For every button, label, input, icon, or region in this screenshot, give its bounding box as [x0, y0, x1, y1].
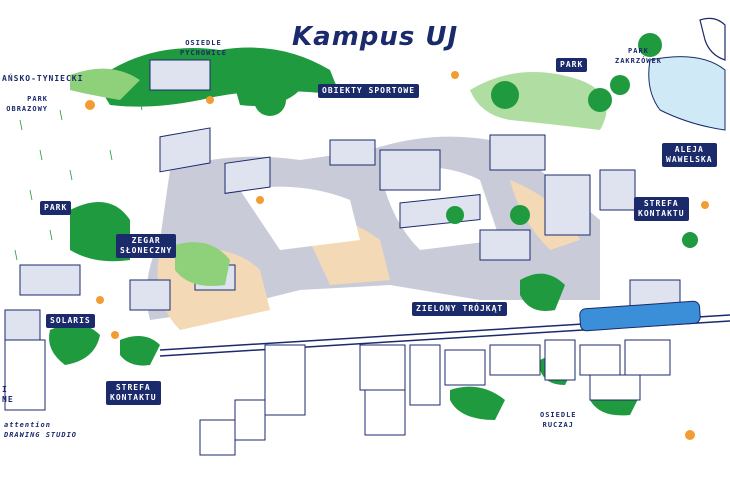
tree — [638, 33, 662, 57]
tree — [588, 88, 612, 112]
tree — [610, 75, 630, 95]
tag-obiekty-sportowe[interactable]: OBIEKTY SPORTOWE — [318, 84, 420, 98]
label-park-zakrzowek: PARK ZAKRZÓWEK — [615, 47, 662, 65]
inner-lawn — [240, 186, 360, 250]
map-title: Kampus UJ — [292, 22, 459, 52]
lake-zakrzowek — [648, 56, 726, 131]
label-left-edge: I NE — [2, 385, 14, 404]
label-lasko-tyniecki: AŃSKO-TYNIECKI — [2, 74, 84, 83]
tag-park-top[interactable]: PARK — [556, 58, 588, 72]
park-top-right — [470, 72, 607, 130]
label-park-obrazowy: PARK OBRAZOWY — [6, 95, 48, 113]
tag-park-left[interactable]: PARK — [40, 201, 72, 215]
people-accents — [85, 71, 709, 440]
tag-zegar-sloneczny[interactable]: ZEGAR SŁONECZNY — [116, 234, 177, 258]
label-credit: attention DRAWING STUDIO — [4, 421, 78, 439]
label-osiedle-pychowice: OSIEDLE PYCHOWICE — [180, 39, 227, 57]
tag-strefa-kontaktu-right[interactable]: STREFA KONTAKTU — [634, 197, 689, 221]
green-patches — [49, 84, 698, 420]
label-osiedle-ruczaj: OSIEDLE RUCZAJ — [540, 411, 577, 429]
rock-cliff — [699, 17, 726, 61]
tram-line — [159, 300, 730, 357]
tree — [491, 81, 519, 109]
forest-left-top — [70, 68, 140, 100]
tag-strefa-kontaktu-left[interactable]: STREFA KONTAKTU — [106, 381, 161, 405]
tag-zielony-trojkat[interactable]: ZIELONY TRÓJKĄT — [412, 302, 508, 316]
tag-aleja-wawelska[interactable]: ALEJA WAWELSKA — [662, 143, 717, 167]
city-blocks — [4, 339, 671, 456]
tag-solaris[interactable]: SOLARIS — [46, 314, 95, 328]
